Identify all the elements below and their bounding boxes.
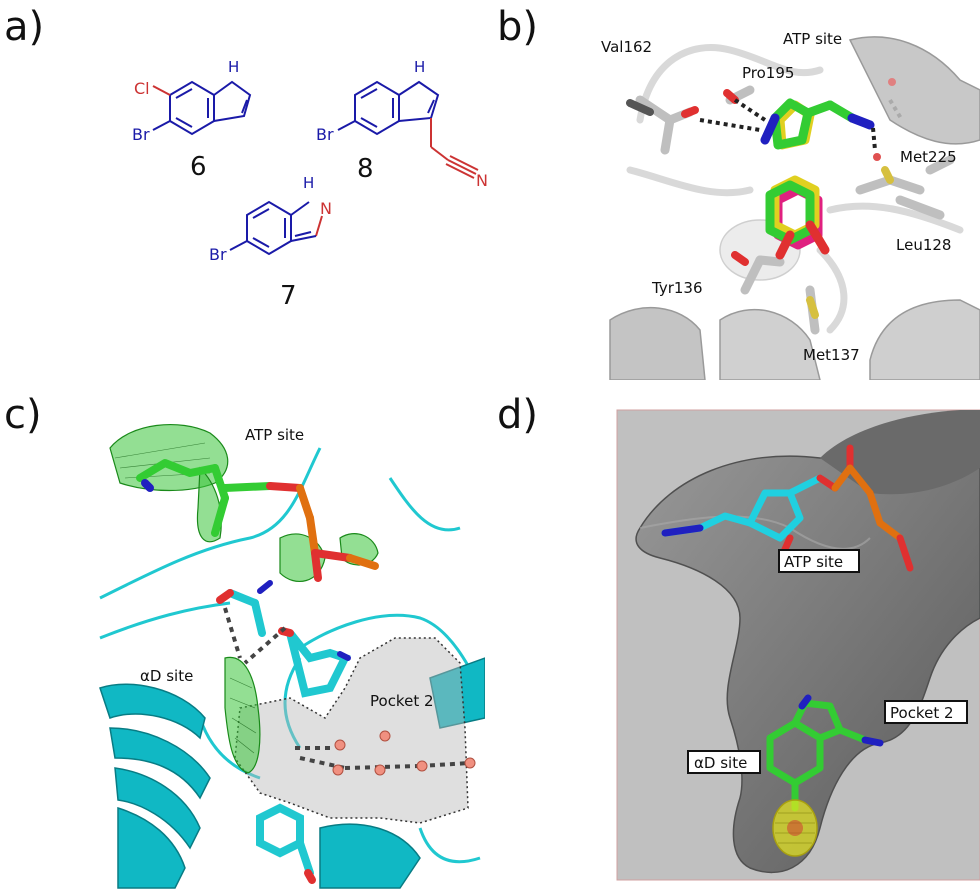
label-met225: Met225 — [900, 148, 957, 166]
label-box-atp-site-d: ATP site — [778, 549, 860, 573]
compound-7-n: N — [320, 199, 332, 218]
label-pro195: Pro195 — [742, 64, 794, 82]
label-atp-site-b: ATP site — [783, 30, 842, 48]
label-box-ad-site-d: αD site — [687, 750, 761, 774]
compound-6-number: 6 — [190, 152, 207, 182]
label-met137: Met137 — [803, 346, 860, 364]
compound-8-structure — [337, 80, 479, 179]
label-leu128: Leu128 — [896, 236, 951, 254]
compound-8-number: 8 — [357, 154, 374, 184]
compound-7-structure — [229, 200, 323, 256]
panel-letter-d: d) — [497, 392, 538, 438]
label-ad-site-c: αD site — [140, 667, 193, 685]
panel-b-structure-image: Val162 ATP site Pro195 Met225 Leu128 Tyr… — [590, 20, 980, 380]
compound-8-nh-h: H — [414, 58, 425, 76]
label-ad-site-d: αD site — [694, 754, 747, 772]
label-val162: Val162 — [601, 38, 652, 56]
label-atp-site-c: ATP site — [245, 426, 304, 444]
label-pocket2-d: Pocket 2 — [890, 704, 954, 722]
compound-7-number: 7 — [280, 281, 297, 311]
panel-letter-b: b) — [497, 4, 538, 50]
label-atp-site-d: ATP site — [784, 553, 843, 571]
compound-6-nh-h: H — [228, 58, 239, 76]
panel-a-structures: Cl Br H N 6 Br N H 8 Br N H 7 — [132, 58, 488, 311]
compound-6-br: Br — [132, 125, 150, 144]
label-tyr136: Tyr136 — [651, 279, 703, 297]
label-pocket2-c: Pocket 2 — [370, 692, 434, 710]
panel-letter-c: c) — [4, 392, 42, 438]
label-box-pocket2-d: Pocket 2 — [884, 700, 968, 724]
panel-d-surface-image: ATP site Pocket 2 αD site — [616, 409, 980, 881]
compound-6-structure — [152, 80, 252, 136]
compound-7-br: Br — [209, 245, 227, 264]
compound-8-br: Br — [316, 125, 334, 144]
compound-6-cl: Cl — [134, 79, 150, 98]
compound-7-nh-h: H — [303, 174, 314, 192]
panel-letter-a: a) — [4, 4, 45, 50]
compound-8-n: N — [476, 171, 488, 190]
panel-c-structure-image: ATP site αD site Pocket 2 — [97, 408, 485, 890]
